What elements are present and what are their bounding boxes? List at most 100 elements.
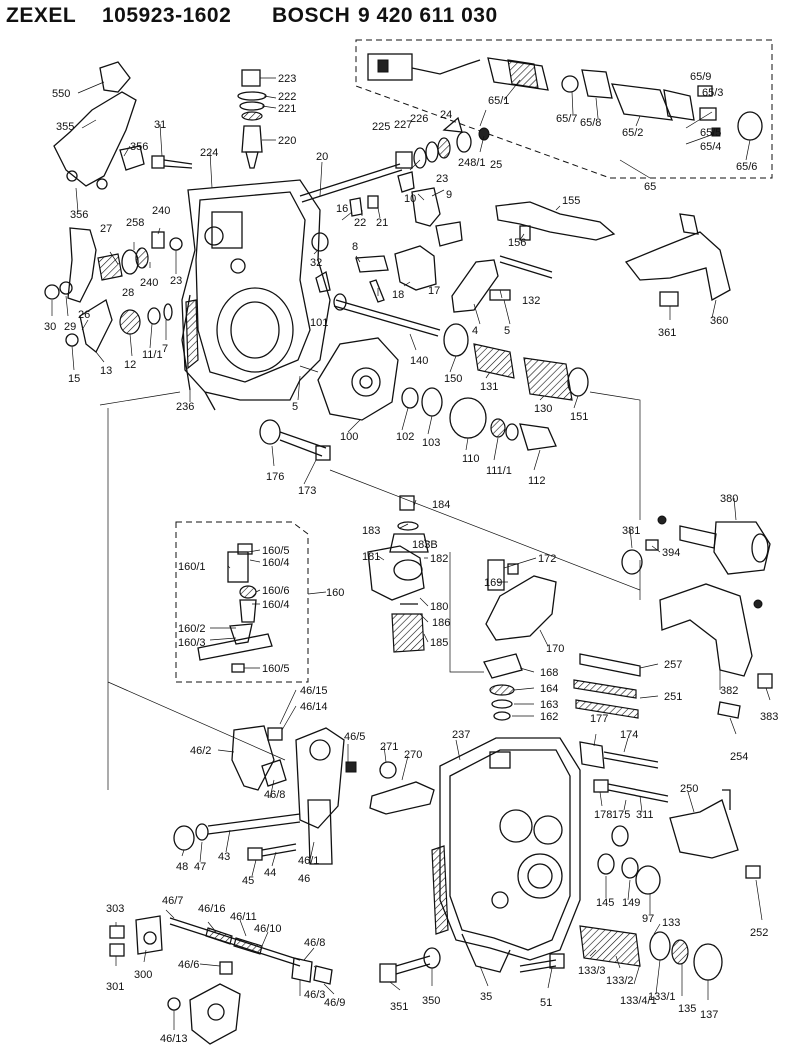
part-label: 133/4/1 [620, 995, 657, 1007]
part-label: 23 [170, 275, 182, 287]
lever-270 [369, 761, 435, 815]
part-label: 46/3 [304, 989, 325, 1001]
part-label: 46/2 [190, 745, 211, 757]
part-label: 65/2 [622, 127, 643, 139]
group-160-internals [197, 543, 273, 673]
part-label: 258 [126, 217, 144, 229]
part-label: 183 [362, 525, 380, 537]
part-label: 140 [410, 355, 428, 367]
part-label: 16 [336, 203, 348, 215]
part-label: 13 [100, 365, 112, 377]
part-label: 149 [622, 897, 640, 909]
zexel-part-number: 105923-1602 [102, 4, 232, 27]
part-label: 225 [372, 121, 390, 133]
assembly-line-right [589, 391, 641, 600]
part-label: 51 [540, 997, 552, 1009]
part-label: 394 [662, 547, 680, 559]
pump-housing-lower [431, 737, 581, 973]
part-label: 254 [730, 751, 748, 763]
part-label: 100 [340, 431, 358, 443]
assembly-line-mid [99, 391, 641, 591]
part-label: 65/5 [700, 127, 721, 139]
part-label: 22 [354, 217, 366, 229]
part-label: 150 [444, 373, 462, 385]
part-label: 46/7 [162, 895, 183, 907]
part-label: 160/1 [178, 561, 206, 573]
part-label: 361 [658, 327, 676, 339]
part-label: 224 [200, 147, 218, 159]
part-label: 133/2 [606, 975, 634, 987]
part-label: 160/2 [178, 623, 206, 635]
part-label: 35 [480, 991, 492, 1003]
part-label: 46/6 [178, 959, 199, 971]
part-label: 186 [432, 617, 450, 629]
part-label: 174 [620, 729, 638, 741]
part-label: 381 [622, 525, 640, 537]
part-label: 168 [540, 667, 558, 679]
part-label: 137 [700, 1009, 718, 1021]
part-label: 240 [140, 277, 158, 289]
part-label: 18 [392, 289, 404, 301]
part-label: 65/9 [690, 71, 711, 83]
part-label: 360 [710, 315, 728, 327]
bosch-part-number: 9 420 611 030 [358, 4, 498, 27]
spring-133-group [579, 925, 723, 981]
part-label: 46/8 [264, 789, 285, 801]
group-65-outline [355, 39, 773, 179]
part-label: 46/8 [304, 937, 325, 949]
part-label: 251 [664, 691, 682, 703]
part-label: 7 [162, 343, 168, 355]
part-label: 175 [612, 809, 630, 821]
bolts-174-175 [579, 741, 669, 803]
part-label: 65/1 [488, 95, 509, 107]
part-label: 133 [662, 917, 680, 929]
lever-46-cluster [231, 725, 357, 865]
bolt-31 [151, 155, 193, 169]
part-label: 29 [64, 321, 76, 333]
part-label: 11/1 [142, 349, 163, 361]
part-label: 301 [106, 981, 124, 993]
part-label: 20 [316, 151, 328, 163]
part-label: 46/13 [160, 1033, 188, 1045]
part-label: 65/3 [702, 87, 723, 99]
bracket-250 [669, 789, 761, 879]
brand-bosch: BOSCH [272, 4, 351, 27]
part-label: 4 [472, 325, 478, 337]
part-label: 46/14 [300, 701, 328, 713]
group-160-outline [175, 521, 309, 683]
part-label: 133/1 [648, 991, 676, 1003]
part-label: 112 [528, 475, 546, 487]
part-label: 169 [484, 577, 502, 589]
solenoid-380 [621, 515, 771, 609]
part-label: 170 [546, 643, 564, 655]
part-label: 102 [396, 431, 414, 443]
shaft-20-group [299, 116, 490, 203]
part-label: 382 [720, 685, 738, 697]
part-label: 181 [362, 551, 380, 563]
part-label: 220 [278, 135, 296, 147]
part-label: 135 [678, 1003, 696, 1015]
bracket-360 [624, 213, 731, 307]
lever-bracket-355 [53, 61, 145, 190]
part-label: 223 [278, 73, 296, 85]
part-label: 172 [538, 553, 556, 565]
part-label: 156 [508, 237, 526, 249]
part-label: 176 [266, 471, 284, 483]
part-label: 351 [390, 1001, 408, 1013]
part-label: 130 [534, 403, 552, 415]
part-label: 111/1 [486, 465, 512, 477]
part-label: 163 [540, 699, 558, 711]
part-label: 45 [242, 875, 254, 887]
part-label: 236 [176, 401, 194, 413]
part-label: 24 [440, 109, 452, 121]
part-label: 270 [404, 749, 422, 761]
part-label: 160/4 [262, 599, 290, 611]
part-label: 350 [422, 995, 440, 1007]
part-label: 21 [376, 217, 388, 229]
part-label: 31 [154, 119, 166, 131]
spring-132-lever-4 [451, 255, 553, 313]
part-label: 5 [504, 325, 510, 337]
part-label: 30 [44, 321, 56, 333]
part-label: 160 [326, 587, 344, 599]
